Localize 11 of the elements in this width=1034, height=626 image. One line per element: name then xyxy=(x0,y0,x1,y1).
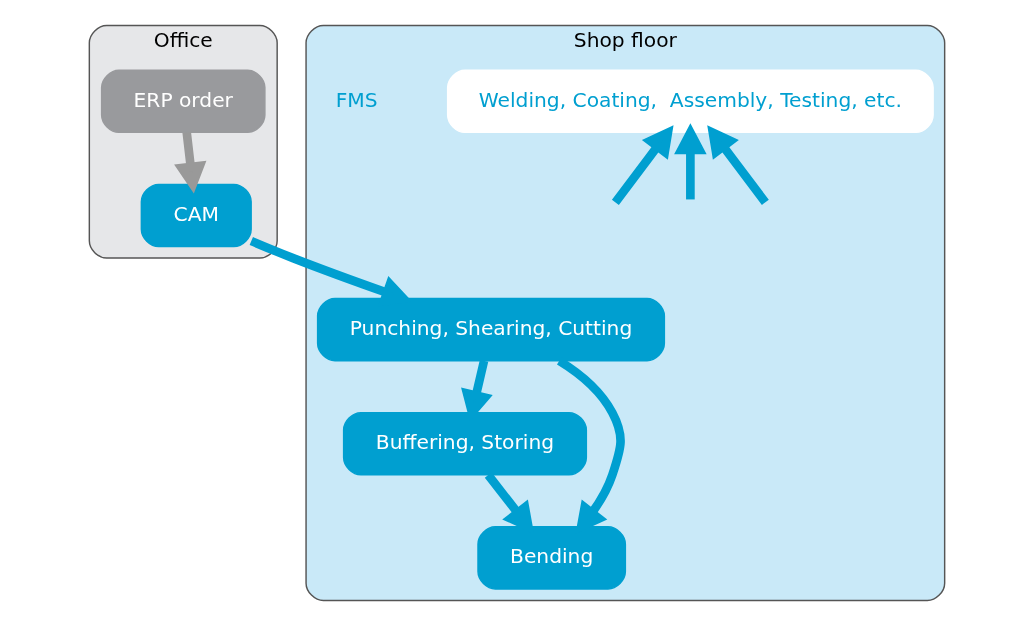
arrow xyxy=(611,125,674,205)
node-box: Bending xyxy=(477,526,627,590)
arrow xyxy=(674,123,707,200)
label: FMS xyxy=(335,87,378,112)
node-box: Buffering, Storing xyxy=(342,411,588,476)
node-box: Punching, Shearing, Cutting xyxy=(316,297,666,362)
arrow xyxy=(174,132,207,194)
node-box: ERP order xyxy=(100,69,266,134)
node-box: Welding, Coating, Assembly, Testing, etc. xyxy=(446,69,934,134)
node-box: CAM xyxy=(140,183,252,248)
arrow xyxy=(707,125,769,205)
